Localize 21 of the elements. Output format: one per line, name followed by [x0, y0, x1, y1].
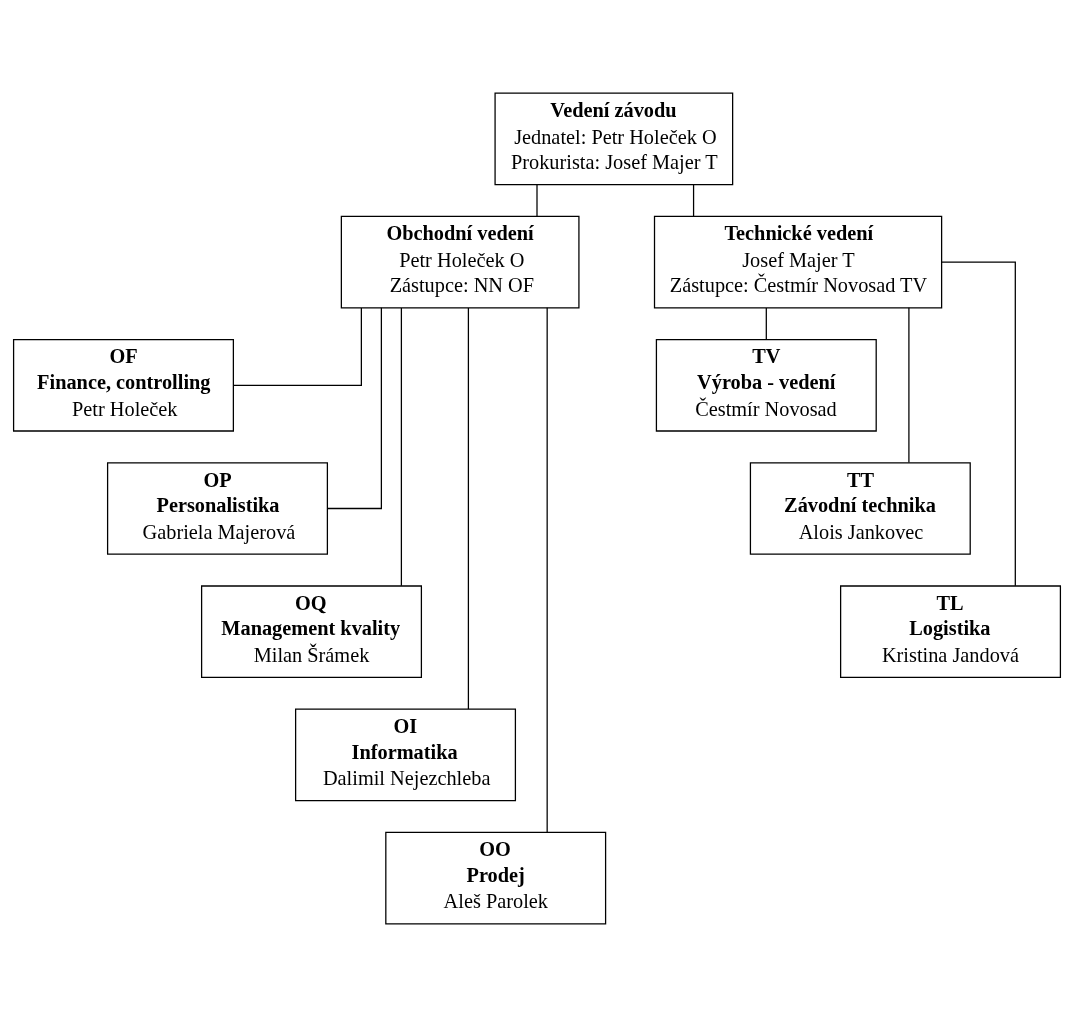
node-box: Vedení závodu Jednatel: Petr Holeček O Prokurista: Josef Majer T	[494, 92, 734, 186]
connector	[467, 307, 470, 710]
node-box: OP Personalistika Gabriela Majerová	[106, 462, 329, 555]
connector	[546, 307, 548, 833]
node-box: OO Prodej Aleš Parolek	[385, 831, 607, 925]
connector	[536, 184, 538, 217]
node-box: OI Informatika Dalimil Nejezchleba	[295, 708, 517, 802]
connector	[327, 307, 382, 510]
node-box: OQ Management kvality Milan Šrámek	[201, 585, 423, 679]
node-box: TT Závodní technika Alois Jankovec	[749, 462, 971, 555]
connector	[233, 307, 362, 386]
node-box: TL Logistika Kristina Jandová	[840, 585, 1062, 679]
connector	[908, 307, 910, 464]
connector	[692, 184, 695, 217]
node-box: Technické vedení Josef Majer T Zástupce: Čestmír Novosad TV	[653, 215, 943, 309]
node-box: TV Výroba - vedení Čestmír Novosad	[655, 338, 877, 432]
connector	[765, 307, 767, 340]
node-box: Obchodní vedení Petr Holeček O Zástupce: NN OF	[340, 215, 580, 309]
connector	[941, 261, 1016, 587]
node-box: OF Finance, controlling Petr Holeček	[12, 338, 234, 432]
connector	[400, 307, 403, 587]
